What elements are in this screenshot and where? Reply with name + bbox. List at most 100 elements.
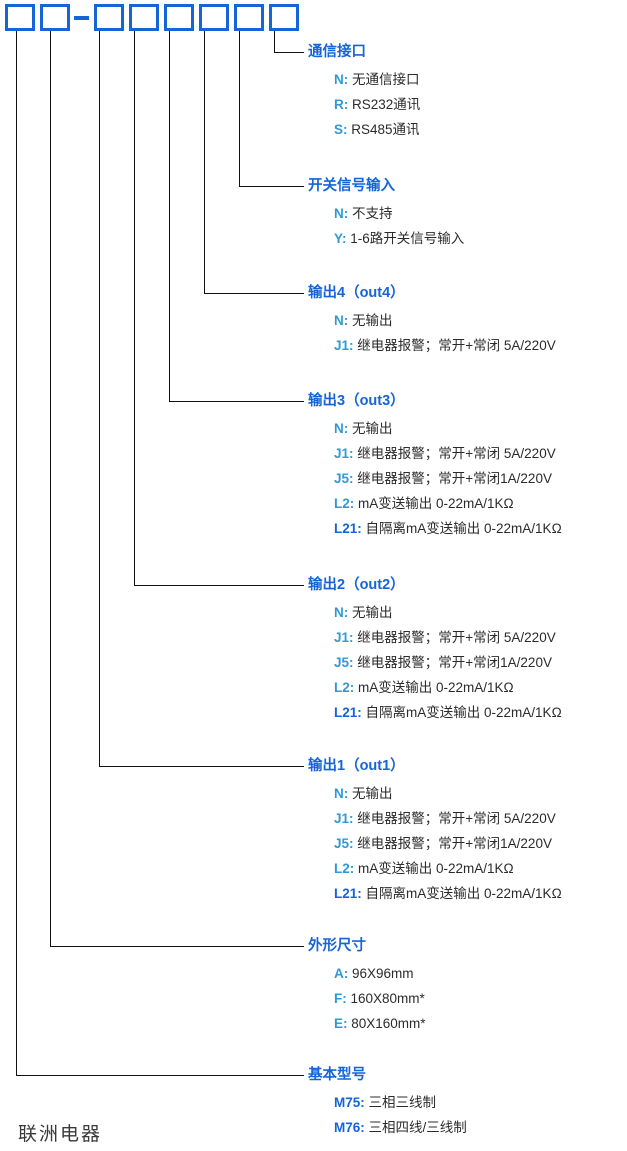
section-title: 输出2（out2） — [308, 577, 405, 593]
option-desc: 无输出 — [352, 605, 393, 620]
option-code: M75: — [334, 1095, 365, 1110]
section-title: 通信接口 — [308, 44, 366, 60]
option-desc: 三相三线制 — [368, 1095, 437, 1110]
option-list: N: 无通信接口 R: RS232通讯 S: RS485通讯 — [308, 67, 420, 142]
option-list: N: 不支持 Y: 1-6路开关信号输入 — [308, 201, 464, 251]
option-row: J5: 继电器报警；常开+常闭1A/220V — [334, 466, 562, 491]
option-desc: 无通信接口 — [352, 72, 420, 87]
option-desc: RS485通讯 — [351, 122, 420, 137]
option-desc: 继电器报警；常开+常闭1A/220V — [357, 836, 552, 851]
option-desc: RS232通讯 — [352, 97, 421, 112]
leader-line-basic-model-vertical — [16, 31, 17, 1076]
option-desc: 96X96mm — [352, 966, 414, 981]
option-code: N: — [334, 72, 349, 87]
model-code-box-row — [0, 4, 627, 34]
option-row: L2: mA变送输出 0-22mA/1KΩ — [334, 491, 562, 516]
option-desc: 无输出 — [352, 421, 393, 436]
option-row: L21: 自隔离mA变送输出 0-22mA/1KΩ — [334, 700, 562, 725]
section-switch-signal-input: 开关信号输入 N: 不支持 Y: 1-6路开关信号输入 — [308, 177, 464, 251]
leader-line-switch-horizontal — [239, 186, 304, 187]
leader-line-switch-vertical — [239, 31, 240, 187]
section-output-4: 输出4（out4） N: 无输出 J1: 继电器报警；常开+常闭 5A/220V — [308, 284, 556, 358]
section-title: 输出4（out4） — [308, 285, 405, 301]
option-code: L2: — [334, 680, 355, 695]
section-basic-model: 基本型号 M75: 三相三线制 M76: 三相四线/三线制 — [308, 1066, 467, 1140]
option-row: N: 不支持 — [334, 201, 464, 226]
option-desc: 无输出 — [352, 786, 393, 801]
option-list: N: 无输出 J1: 继电器报警；常开+常闭 5A/220V — [308, 308, 556, 358]
option-row: E: 80X160mm* — [334, 1011, 426, 1036]
option-row: A: 96X96mm — [334, 961, 426, 986]
option-row: M75: 三相三线制 — [334, 1090, 467, 1115]
option-row: N: 无输出 — [334, 416, 562, 441]
option-desc: mA变送输出 0-22mA/1KΩ — [358, 680, 514, 695]
option-row: L21: 自隔离mA变送输出 0-22mA/1KΩ — [334, 881, 562, 906]
option-code: N: — [334, 421, 349, 436]
option-code: N: — [334, 786, 349, 801]
option-row: L2: mA变送输出 0-22mA/1KΩ — [334, 675, 562, 700]
option-code: M76: — [334, 1120, 365, 1135]
section-title: 开关信号输入 — [308, 178, 395, 194]
section-title: 输出3（out3） — [308, 393, 405, 409]
option-desc: 继电器报警；常开+常闭1A/220V — [357, 655, 552, 670]
option-desc: mA变送输出 0-22mA/1KΩ — [358, 861, 514, 876]
option-row: J5: 继电器报警；常开+常闭1A/220V — [334, 831, 562, 856]
leader-line-output1-horizontal — [99, 766, 304, 767]
option-code: S: — [334, 122, 348, 137]
section-output-1: 输出1（out1） N: 无输出 J1: 继电器报警；常开+常闭 5A/220V… — [308, 757, 562, 906]
option-code: Y: — [334, 231, 347, 246]
option-code: J1: — [334, 630, 354, 645]
option-list: A: 96X96mm F: 160X80mm* E: 80X160mm* — [308, 961, 426, 1036]
option-code: J5: — [334, 471, 354, 486]
leader-line-output4-vertical — [204, 31, 205, 294]
section-title: 基本型号 — [308, 1067, 366, 1083]
option-row: J1: 继电器报警；常开+常闭 5A/220V — [334, 333, 556, 358]
option-row: R: RS232通讯 — [334, 92, 420, 117]
option-code: N: — [334, 313, 349, 328]
option-code: A: — [334, 966, 349, 981]
model-code-box-1[interactable] — [5, 4, 35, 31]
option-desc: mA变送输出 0-22mA/1KΩ — [358, 496, 514, 511]
option-row: J1: 继电器报警；常开+常闭 5A/220V — [334, 441, 562, 466]
model-code-box-3[interactable] — [94, 4, 124, 31]
option-code: J1: — [334, 811, 354, 826]
section-dimensions: 外形尺寸 A: 96X96mm F: 160X80mm* E: 80X160mm… — [308, 937, 426, 1036]
option-list: N: 无输出 J1: 继电器报警；常开+常闭 5A/220V J5: 继电器报警… — [308, 781, 562, 906]
option-desc: 三相四线/三线制 — [368, 1120, 467, 1135]
model-code-box-4[interactable] — [129, 4, 159, 31]
leader-line-output2-vertical — [134, 31, 135, 586]
option-code: J5: — [334, 836, 354, 851]
leader-line-output3-horizontal — [169, 401, 304, 402]
model-code-box-5[interactable] — [164, 4, 194, 31]
option-row: N: 无输出 — [334, 600, 562, 625]
option-row: L21: 自隔离mA变送输出 0-22mA/1KΩ — [334, 516, 562, 541]
option-code: L2: — [334, 861, 355, 876]
option-code: N: — [334, 206, 349, 221]
model-code-box-2[interactable] — [40, 4, 70, 31]
option-code: J5: — [334, 655, 354, 670]
option-code: L2: — [334, 496, 355, 511]
option-code: J1: — [334, 338, 354, 353]
option-desc: 无输出 — [352, 313, 393, 328]
option-desc: 自隔离mA变送输出 0-22mA/1KΩ — [365, 886, 562, 901]
option-row: J1: 继电器报警；常开+常闭 5A/220V — [334, 625, 562, 650]
model-code-box-8[interactable] — [269, 4, 299, 31]
leader-line-output2-horizontal — [134, 585, 304, 586]
option-code: N: — [334, 605, 349, 620]
option-row: Y: 1-6路开关信号输入 — [334, 226, 464, 251]
option-desc: 继电器报警；常开+常闭 5A/220V — [357, 630, 556, 645]
leader-line-dimensions-vertical — [50, 31, 51, 947]
option-desc: 继电器报警；常开+常闭1A/220V — [357, 471, 552, 486]
section-title: 外形尺寸 — [308, 938, 366, 954]
model-code-box-7[interactable] — [234, 4, 264, 31]
option-code: J1: — [334, 446, 354, 461]
option-list: M75: 三相三线制 M76: 三相四线/三线制 — [308, 1090, 467, 1140]
option-code: E: — [334, 1016, 348, 1031]
option-row: J5: 继电器报警；常开+常闭1A/220V — [334, 650, 562, 675]
option-desc: 继电器报警；常开+常闭 5A/220V — [357, 811, 556, 826]
option-row: S: RS485通讯 — [334, 117, 420, 142]
option-desc: 160X80mm* — [350, 991, 425, 1006]
model-code-separator-dash — [74, 16, 89, 20]
section-title: 输出1（out1） — [308, 758, 405, 774]
model-code-box-6[interactable] — [199, 4, 229, 31]
